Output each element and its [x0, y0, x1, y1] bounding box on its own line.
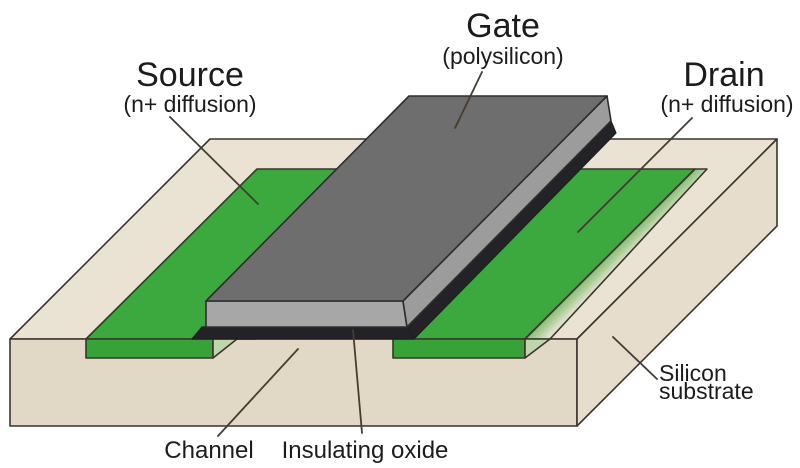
insulating-oxide-label: Insulating oxide — [282, 437, 449, 464]
source-leader-line — [169, 116, 259, 205]
channel-leader-line — [217, 348, 299, 437]
silicon-substrate-label-line2: substrate — [659, 378, 754, 404]
drain-front-face — [392, 338, 526, 359]
insulating-oxide-leader-line — [352, 329, 363, 434]
drain-front-bevel — [524, 338, 551, 359]
gate-front-face — [205, 300, 408, 328]
source-label: Source — [136, 56, 244, 94]
silicon-substrate-label-line1: Silicon — [659, 360, 727, 386]
gate-leader-line — [454, 71, 483, 129]
drain-sublabel: (n+ diffusion) — [660, 91, 793, 117]
gate-sublabel: (polysilicon) — [442, 43, 563, 69]
oxide-front-face — [191, 326, 415, 340]
source-sublabel: (n+ diffusion) — [123, 91, 256, 117]
drain-leader-line — [577, 117, 693, 233]
gate-label: Gate — [466, 7, 540, 45]
substrate-right-face — [576, 138, 778, 427]
source-front-face — [85, 338, 214, 359]
channel-label: Channel — [164, 437, 253, 464]
silicon-substrate-leader-line — [612, 336, 658, 380]
drain-label: Drain — [683, 56, 764, 94]
gate-top-face — [205, 95, 608, 302]
